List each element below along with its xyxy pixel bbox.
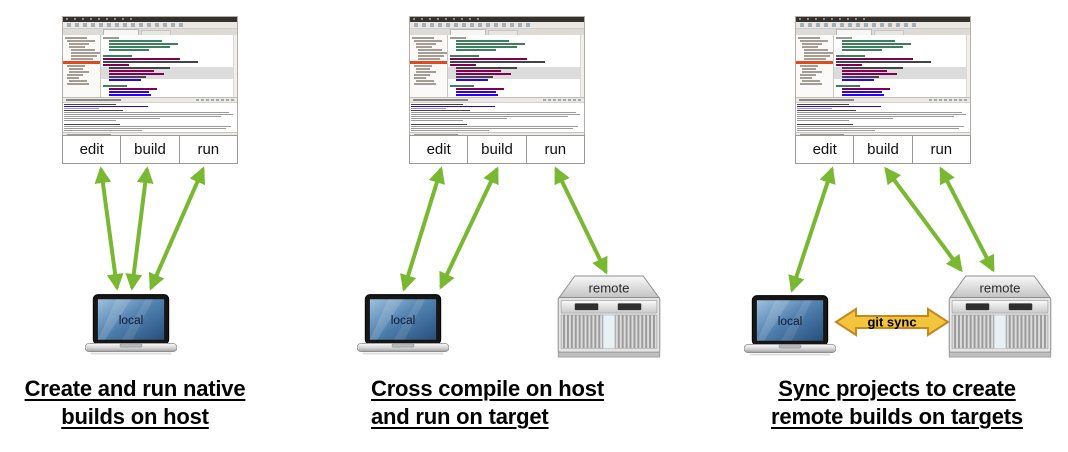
ide-console [410,103,584,132]
arrow-build-local [439,166,499,290]
laptop-host: local [84,294,178,361]
workflow-step-build: build [467,135,527,164]
ide-console [796,103,970,132]
ide-statusbar [63,132,237,137]
ide-screenshot [795,16,971,137]
ide-selection-highlight [448,67,580,79]
workflow-step-run: run [911,135,971,164]
double-arrow-icon: git sync [834,307,950,337]
ide-editor-tab [103,29,139,35]
ide-body [410,35,584,97]
ide-tab-bar [410,29,584,35]
ide-body [796,35,970,97]
server-target: remote [946,274,1054,365]
workflow-step-edit: edit [409,135,469,164]
laptop-icon: local [84,294,178,355]
ide-code-editor [834,35,966,97]
ide-code-editor [101,35,233,97]
laptop-host: local [743,295,837,362]
ide-titlebar [410,17,584,22]
panel-caption: Sync projects to create remote builds on … [734,375,1060,431]
ide-tab-bar [796,29,970,35]
ide-overview-ruler [580,35,584,97]
server-icon: remote [557,275,661,358]
laptop-icon: local [743,295,837,356]
panel-caption: Cross compile on host and run on target [371,375,647,431]
arrow-build-remote [884,166,963,273]
caption-line: Create and run native [24,376,246,401]
workflow-step-edit: edit [795,135,855,164]
ide-selection-highlight [101,67,233,79]
laptop-icon: local [356,294,450,355]
caption-line: remote builds on targets [771,404,1023,429]
laptop-host: local [356,294,450,361]
ide-toolbar [796,22,970,29]
ide-console-header [796,97,970,103]
ide-statusbar [410,132,584,137]
ide-body [63,35,237,97]
ide-selection-highlight [834,67,966,79]
caption-line: builds on host [61,404,209,429]
ide-tab-bar [63,29,237,35]
arrow-run-remote [554,166,608,275]
ide-project-explorer [63,35,101,97]
ide-code-lines [834,35,966,96]
ide-console [63,103,237,132]
git-sync-label: git sync [867,315,916,330]
caption-line: Sync projects to create [778,376,1016,401]
ide-statusbar [796,132,970,137]
arrow-run-local [148,166,206,291]
laptop-label: local [119,313,144,327]
ide-editor-tab [836,29,872,35]
ide-console-header [410,97,584,103]
ide-editor-tab [874,30,904,35]
ide-console-header [63,97,237,103]
laptop-label: local [778,314,803,328]
ide-screenshot [62,16,238,137]
ide-screenshot [409,16,585,137]
server-label: remote [979,281,1020,296]
ide-overview-ruler [233,35,237,97]
workflow-step-run: run [525,135,585,164]
ide-code-lines [448,35,580,96]
ide-project-explorer [410,35,448,97]
arrow-edit-local [400,166,445,292]
caption-line: and run on target [371,404,549,429]
caption-line: Cross compile on host [371,376,604,401]
ide-editor-tab [141,30,171,35]
ide-code-editor [448,35,580,97]
arrow-edit-local [788,166,836,293]
ide-overview-ruler [966,35,970,97]
server-target: remote [555,274,663,365]
ide-editor-tab [488,30,518,35]
ide-toolbar [63,22,237,29]
server-icon: remote [948,275,1052,358]
laptop-label: local [391,313,416,327]
workflow-step-build: build [120,135,180,164]
ide-toolbar [410,22,584,29]
arrow-run-remote [939,166,995,273]
panel-caption: Create and run native builds on host [8,375,262,431]
ide-project-explorer [796,35,834,97]
workflow-step-edit: edit [62,135,122,164]
workflow-step-run: run [178,135,238,164]
ide-titlebar [796,17,970,22]
ide-editor-tab [450,29,486,35]
server-label: remote [588,281,629,296]
ide-titlebar [63,17,237,22]
arrow-edit-local [94,166,124,291]
arrow-build-local [125,166,154,291]
ide-code-lines [101,35,233,96]
workflow-step-build: build [853,135,913,164]
git-sync-arrow: git sync [834,304,950,345]
